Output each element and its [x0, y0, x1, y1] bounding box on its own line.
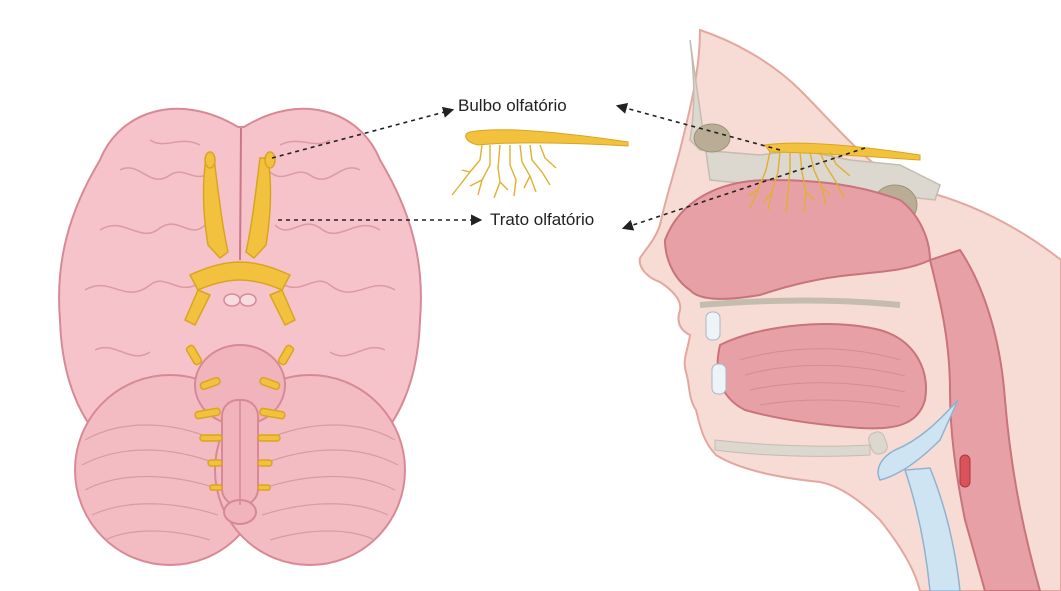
olfactory-bulb-right: [265, 152, 275, 168]
olfactory-bulb-left: [205, 152, 215, 168]
olfactory-bulb-detail: [452, 130, 628, 198]
olfactory-bulb-label: Bulbo olfatório: [458, 96, 567, 116]
head-sagittal-section: [640, 30, 1061, 591]
longitudinal-fissure: [240, 128, 241, 260]
olfactory-tract-label: Trato olfatório: [490, 210, 594, 230]
bulb-detail-body: [466, 130, 628, 146]
upper-tooth: [706, 312, 720, 340]
lower-tooth: [712, 364, 726, 394]
bulb-detail-fibers: [452, 145, 556, 198]
brain-inferior-view: [59, 109, 421, 565]
esophagus-marker: [960, 455, 970, 487]
